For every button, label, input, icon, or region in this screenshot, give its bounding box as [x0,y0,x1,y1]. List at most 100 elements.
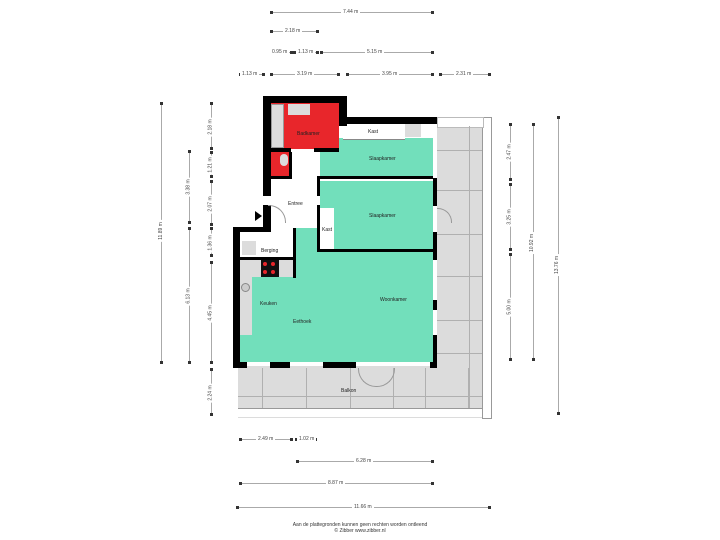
wall [271,176,292,179]
burner-icon [263,262,267,266]
dim-label: 2.31 m [454,71,474,77]
tile-line [468,368,469,408]
wall [270,362,290,368]
room-label-kast: Kast [368,129,379,135]
wall [432,117,437,121]
dim-label: 3.95 m [380,71,400,77]
footer-credit: © Zibber www.zibber.nl [334,528,386,534]
dim-label: 10.92 m [529,231,536,255]
tile-line [437,276,482,277]
room-label-woonkamer: Woonkamer [380,297,407,303]
wall [317,176,433,179]
dim-label: 11.89 m [157,220,164,242]
wall [263,205,271,227]
dim-label: 3.38 m [185,177,192,197]
burner-icon [271,270,275,274]
wall [317,205,320,252]
dim-label: 2.18 m [207,117,214,137]
room-label-balkon: Balkon [341,388,357,394]
tile-line [306,368,307,408]
dim-label: 1.36 m [207,233,214,253]
boiler-unit [405,123,421,137]
room-label-keuken: Keuken [260,301,277,307]
room-label-kast: Kast [322,227,333,233]
balcony-railing-top [437,117,484,128]
wall [233,362,247,368]
dim-label: 2.47 m [506,142,513,162]
wall [263,96,347,103]
dim-label: 1.13 m [240,71,260,77]
wall [289,152,292,178]
wall [323,362,356,368]
dim-label: 0.95 m [270,49,290,55]
dim-label: 3.19 m [295,71,315,77]
dim-label: 2.07 m [207,194,214,214]
dim-label: 2.24 m [207,383,214,403]
kitchen-sink [241,283,250,292]
wall [233,227,240,368]
room-label-badkamer: Badkamer [297,131,320,137]
wall [314,148,339,152]
room-label-entree: Entree [288,201,303,207]
slaapkamer2-floor [320,181,433,252]
tile-line [469,126,470,408]
burner-icon [263,270,267,274]
tile-line [437,190,482,191]
dim-label: 1.13 m [296,49,316,55]
wall [433,300,437,310]
dim-label: 8.87 m [326,480,346,486]
wall [339,117,437,124]
wall [430,362,437,368]
dim-label: 7.44 m [341,9,361,15]
tile-line [437,234,482,235]
room-label-slaapkamer: Slaapkamer [369,156,396,162]
wall [263,96,271,196]
wall [271,148,291,152]
dim-label: 2.18 m [283,28,303,34]
wall [339,96,347,126]
bathtub [271,104,284,148]
dim-label: 6.28 m [354,458,374,464]
tile-line [393,368,394,408]
wall [240,257,295,260]
burner-icon [271,262,275,266]
cooktop [261,260,279,277]
dim-label: 3.25 m [506,207,513,227]
tile-line [262,368,263,408]
entrance-arrow-icon [255,211,262,221]
wall [433,178,437,206]
sink [288,104,310,115]
kast-top [343,125,405,140]
room-label-slaapkamer: Slaapkamer [369,213,396,219]
dim-label: 11.66 m [352,504,374,510]
tile-line [425,368,426,408]
footer-disclaimer: Aan de plattegronden kunnen geen rechten… [292,522,428,528]
tile-line [350,368,351,408]
dim-label: 13.76 m [554,253,561,277]
dim-label: 1.02 m [297,436,317,442]
dim-label: 6.13 m [185,286,192,306]
dim-label: 1.21 m [207,155,214,175]
room-label-berging: Berging [261,248,279,254]
tile-line [437,353,482,354]
kast-mid [320,208,334,250]
dim-label: 4.45 m [207,303,214,323]
tile-line [238,396,482,397]
room-label-eethoek: Eethoek [293,319,312,325]
wall [293,228,296,278]
door-arc-icon [268,205,286,223]
wall [433,335,437,368]
dim-label: 2.49 m [256,436,276,442]
toilet-bowl [280,154,288,166]
balcony-railing-bottom [238,408,482,417]
wall [233,227,271,232]
wall [317,249,433,252]
washing-machine [242,241,256,255]
wall [433,232,437,260]
wall [317,176,320,196]
tile-line [437,150,482,151]
dim-label: 5.15 m [365,49,385,55]
tile-line [437,320,482,321]
dim-label: 5.00 m [506,297,513,317]
entree-floor [292,152,318,228]
